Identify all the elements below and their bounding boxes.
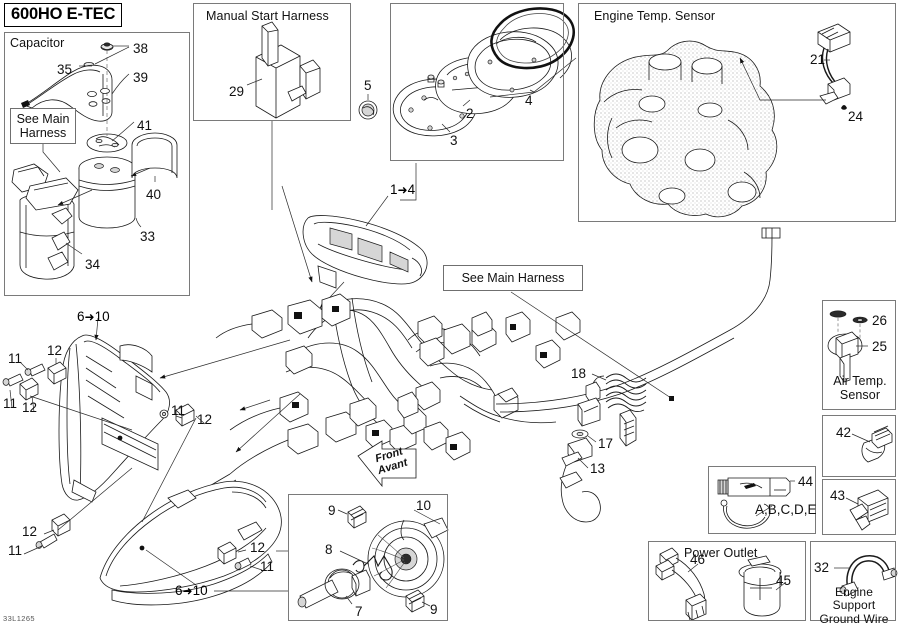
callout-43: 43: [830, 488, 846, 503]
range-arrow-icon: ➜: [397, 183, 408, 197]
panel-capacitor: [4, 32, 190, 296]
panel-manual-start-harness: [193, 3, 351, 121]
callout-33: 33: [140, 229, 156, 244]
panel-power-outlet: [648, 541, 806, 621]
range-callout-1-to-4: 1➜4: [390, 182, 415, 197]
range-from: 6: [175, 583, 183, 598]
panel-title-manual-start-harness: Manual Start Harness: [206, 9, 329, 23]
callout-26: 26: [872, 313, 888, 328]
callout-18: 18: [571, 366, 587, 381]
callout-12-e: 12: [250, 540, 266, 555]
range-to: 10: [192, 583, 208, 598]
callout-8: 8: [325, 542, 333, 557]
panel-title-power-outlet: Power Outlet: [684, 546, 758, 560]
range-from: 6: [77, 309, 85, 324]
panel-title-engine-support-ground-wire: Engine Support Ground Wire: [819, 585, 889, 625]
callout-9-top: 9: [328, 503, 336, 518]
panel-headlamp-bulb: [288, 494, 448, 621]
panel-air-temp-sensor: [822, 300, 896, 410]
callout-11-b: 11: [3, 396, 18, 411]
callout-11-d: 11: [8, 543, 23, 558]
callout-29: 29: [229, 84, 245, 99]
callout-12-d: 12: [22, 524, 38, 539]
callout-32: 32: [814, 560, 830, 575]
see-main-harness-left-box: See Main Harness: [10, 108, 76, 144]
fasteners: [2, 361, 252, 571]
callout-41: 41: [137, 118, 153, 133]
callout-11-c: 11: [171, 403, 186, 418]
callout-38: 38: [133, 41, 149, 56]
callout-11-a: 11: [8, 351, 23, 366]
page-title: 600HO E-TEC: [4, 3, 123, 27]
callout-12-b: 12: [22, 400, 38, 415]
callout-4: 4: [525, 93, 533, 108]
callout-5: 5: [364, 78, 372, 93]
callout-24: 24: [848, 109, 864, 124]
callout-34: 34: [85, 257, 101, 272]
callout-10: 10: [416, 498, 432, 513]
callout-2: 2: [466, 106, 474, 121]
panel-title-air-temp-sensor-line1: Air Temp. Sensor: [833, 374, 887, 402]
see-main-harness-left-line2: Harness: [19, 126, 67, 140]
range-callout-6-to-10-top: 6➜10: [77, 309, 110, 324]
range-to: 4: [407, 182, 416, 197]
callout-45: 45: [776, 573, 792, 588]
callout-44-variants: A,B,C,D,E: [755, 502, 817, 517]
callout-12-a: 12: [47, 343, 63, 358]
range-from: 1: [390, 182, 398, 197]
panel-screw-42: [822, 415, 896, 477]
callout-17: 17: [598, 436, 614, 451]
callout-11-e: 11: [260, 559, 275, 574]
see-main-harness-left-line1: See Main: [16, 112, 70, 126]
panel-clip-43: [822, 479, 896, 535]
front-avant-marker: Front Avant: [367, 444, 416, 479]
panel-engine-temp-sensor: [578, 3, 896, 222]
callout-46: 46: [690, 552, 706, 567]
callout-3: 3: [450, 133, 458, 148]
callout-13: 13: [590, 461, 606, 476]
callout-9-bottom: 9: [430, 602, 438, 617]
callout-7: 7: [355, 604, 363, 619]
range-arrow-icon: ➜: [84, 310, 95, 324]
panel-gauge-cluster: [390, 3, 564, 161]
range-callout-6-to-10-bottom: 6➜10: [175, 583, 208, 598]
range-to: 10: [94, 309, 110, 324]
panel-title-engine-temp-sensor: Engine Temp. Sensor: [594, 9, 716, 23]
callout-25: 25: [872, 339, 888, 354]
callout-44: 44: [798, 474, 814, 489]
see-main-harness-center-box: See Main Harness: [443, 265, 583, 291]
panel-engine-support-ground-wire: [810, 541, 896, 621]
callout-39: 39: [133, 70, 149, 85]
callout-35: 35: [57, 62, 73, 77]
panel-title-capacitor: Capacitor: [10, 36, 65, 50]
see-main-harness-center-text: See Main Harness: [461, 271, 565, 285]
callout-21: 21: [810, 52, 826, 67]
callout-42: 42: [836, 425, 852, 440]
headlight-assembly-artwork: [2, 317, 288, 606]
callout-40: 40: [146, 187, 162, 202]
range-arrow-icon: ➜: [182, 584, 193, 598]
instrument-pod-artwork: [281, 185, 428, 309]
sheet-code: 33L1265: [3, 614, 35, 623]
callout-12-c: 12: [197, 412, 213, 427]
panel-grease-44: [708, 466, 816, 534]
